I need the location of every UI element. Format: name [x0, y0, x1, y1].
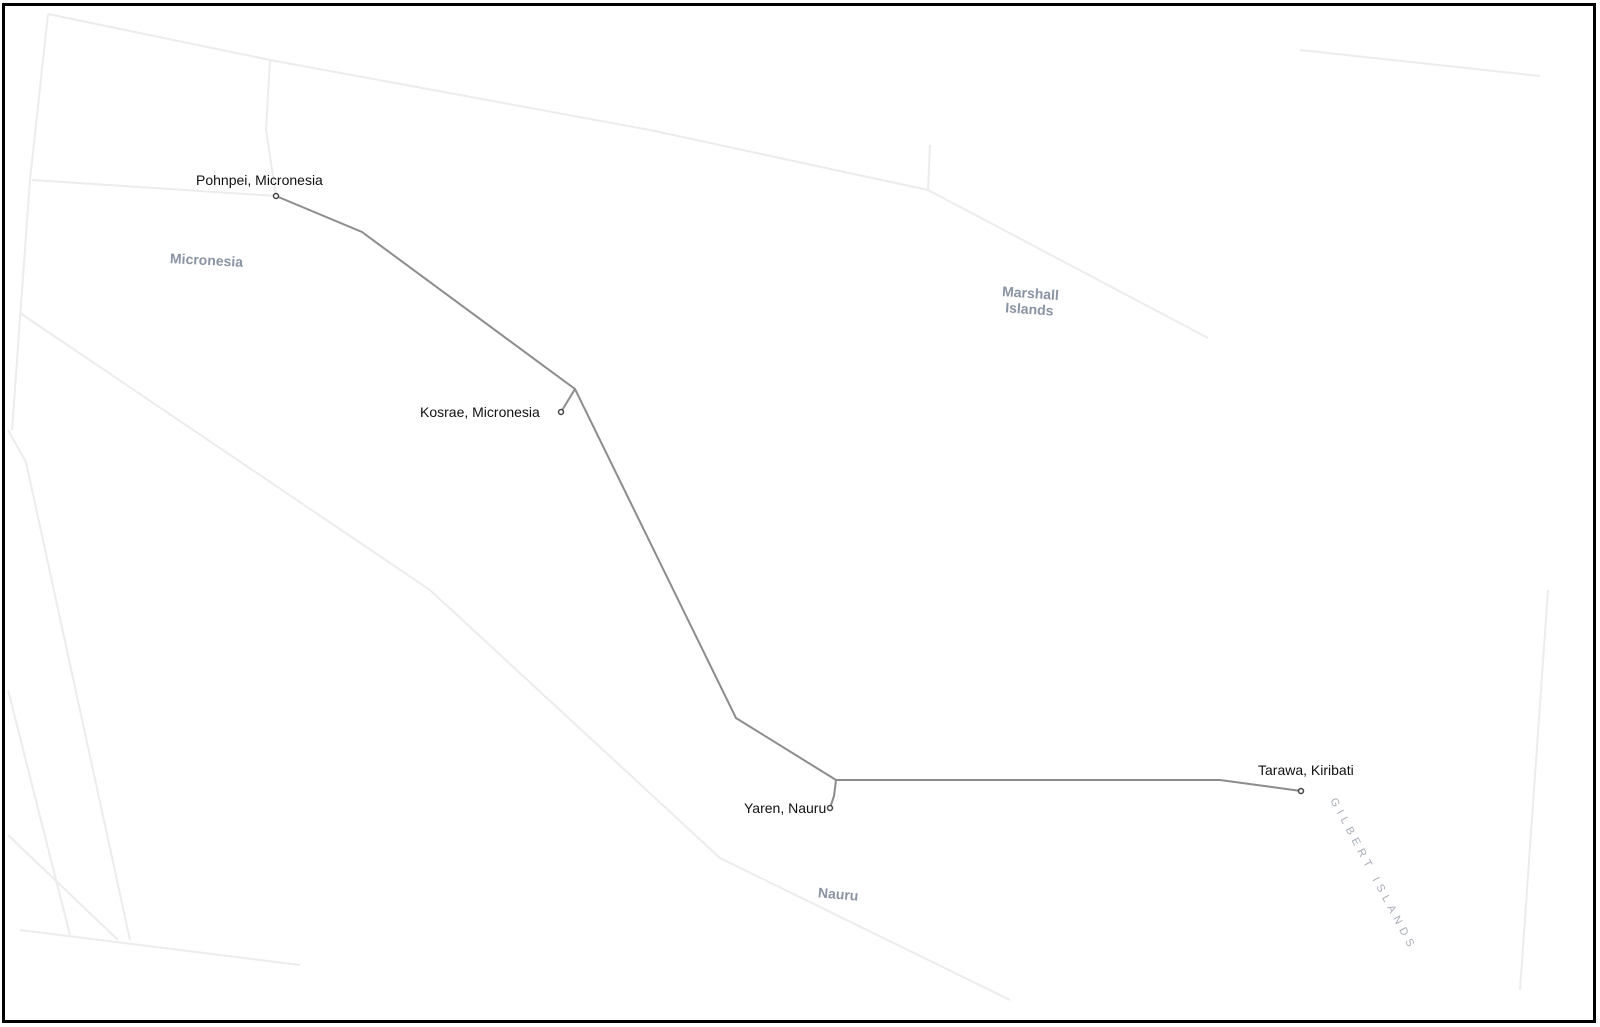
- city-label-kosrae: Kosrae, Micronesia: [420, 404, 540, 420]
- city-label-tarawa: Tarawa, Kiribati: [1258, 762, 1354, 778]
- boundary-line: [31, 179, 277, 197]
- boundary-line: [19, 929, 301, 966]
- boundary-line: [1519, 589, 1549, 991]
- region-label-nauru: Nauru: [817, 884, 860, 904]
- boundary-line: [264, 59, 277, 197]
- city-label-pohnpei: Pohnpei, Micronesia: [196, 172, 323, 188]
- landing-point-yaren[interactable]: [826, 804, 834, 812]
- boundary-line: [7, 689, 71, 936]
- landing-point-tarawa[interactable]: [1297, 787, 1305, 795]
- kosrae-branch-line[interactable]: [560, 388, 576, 413]
- main-route-line[interactable]: [275, 195, 1302, 792]
- boundary-line: [11, 13, 49, 431]
- region-label-marshall-islands: Marshall Islands: [1001, 283, 1060, 319]
- cable-route[interactable]: [275, 195, 1302, 809]
- boundary-line: [19, 312, 1011, 1001]
- nauru-branch-line[interactable]: [829, 779, 837, 809]
- boundary-line: [1299, 49, 1541, 77]
- city-label-yaren: Yaren, Nauru: [744, 800, 827, 816]
- boundary-line: [47, 13, 1209, 339]
- boundary-line: [7, 834, 119, 941]
- landing-point-kosrae[interactable]: [557, 408, 565, 416]
- map-frame[interactable]: [2, 3, 1596, 1023]
- boundary-line: [7, 429, 131, 941]
- boundary-line: [927, 144, 931, 191]
- landing-point-pohnpei[interactable]: [272, 192, 280, 200]
- boundary-lines: [7, 13, 1549, 1001]
